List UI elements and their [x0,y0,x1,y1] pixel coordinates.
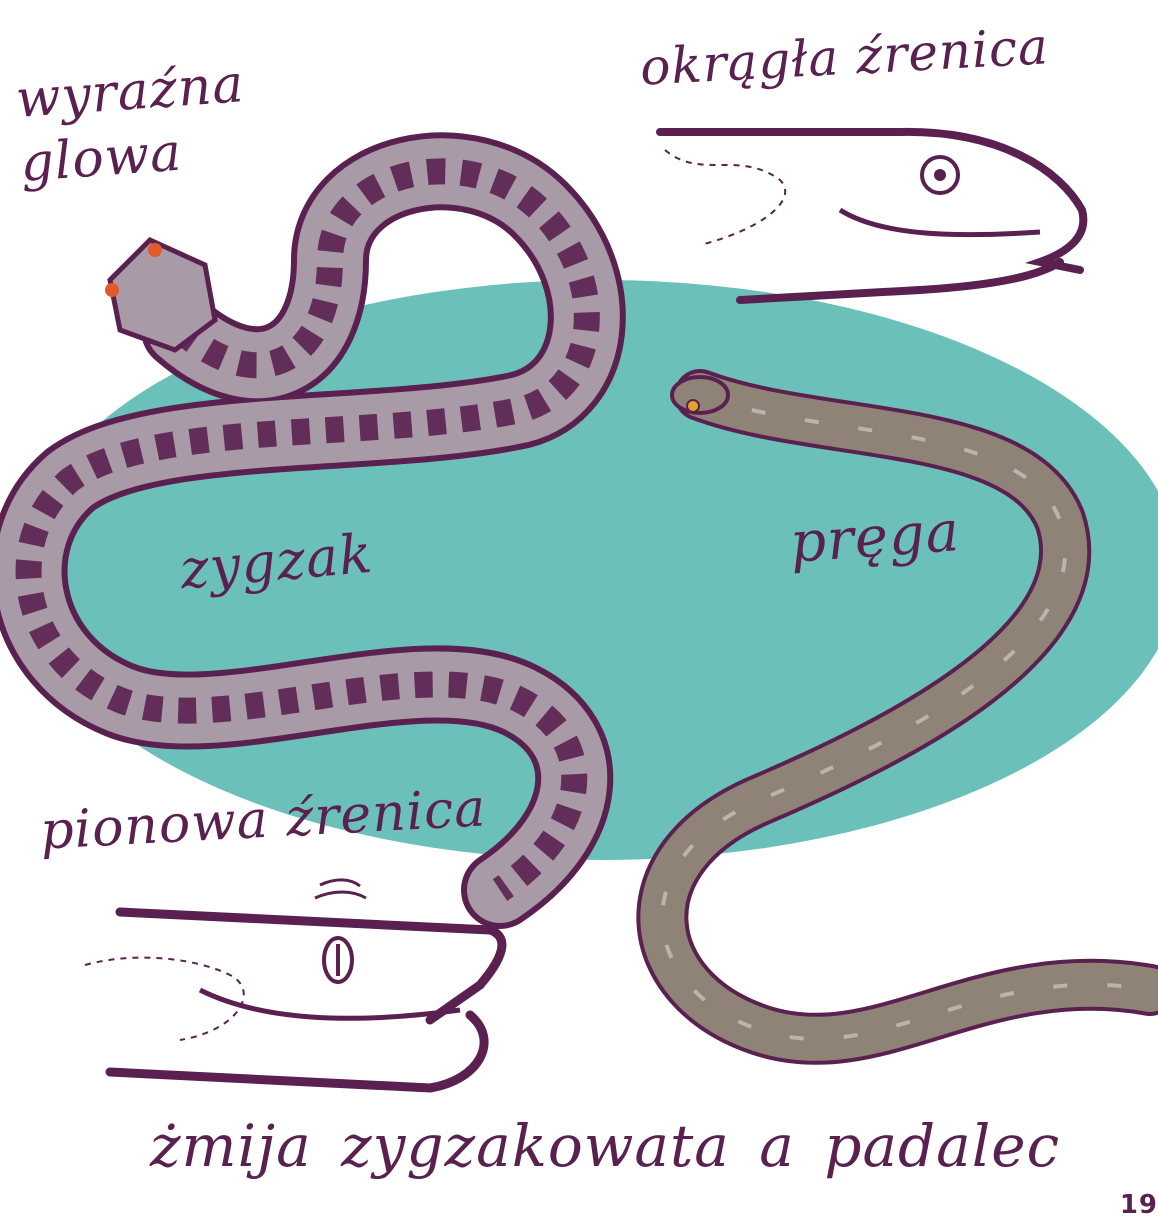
slow-worm-head-closeup [660,132,1083,300]
page-title: żmija zygzakowata a padalec [150,1112,1060,1180]
viper-eye-icon [148,243,162,257]
label-distinct-head: wyraźna glowa [14,52,251,196]
label-stripe: pręga [788,499,962,576]
page-number: 19 [1120,1190,1158,1220]
viper-head-closeup [85,880,502,1088]
